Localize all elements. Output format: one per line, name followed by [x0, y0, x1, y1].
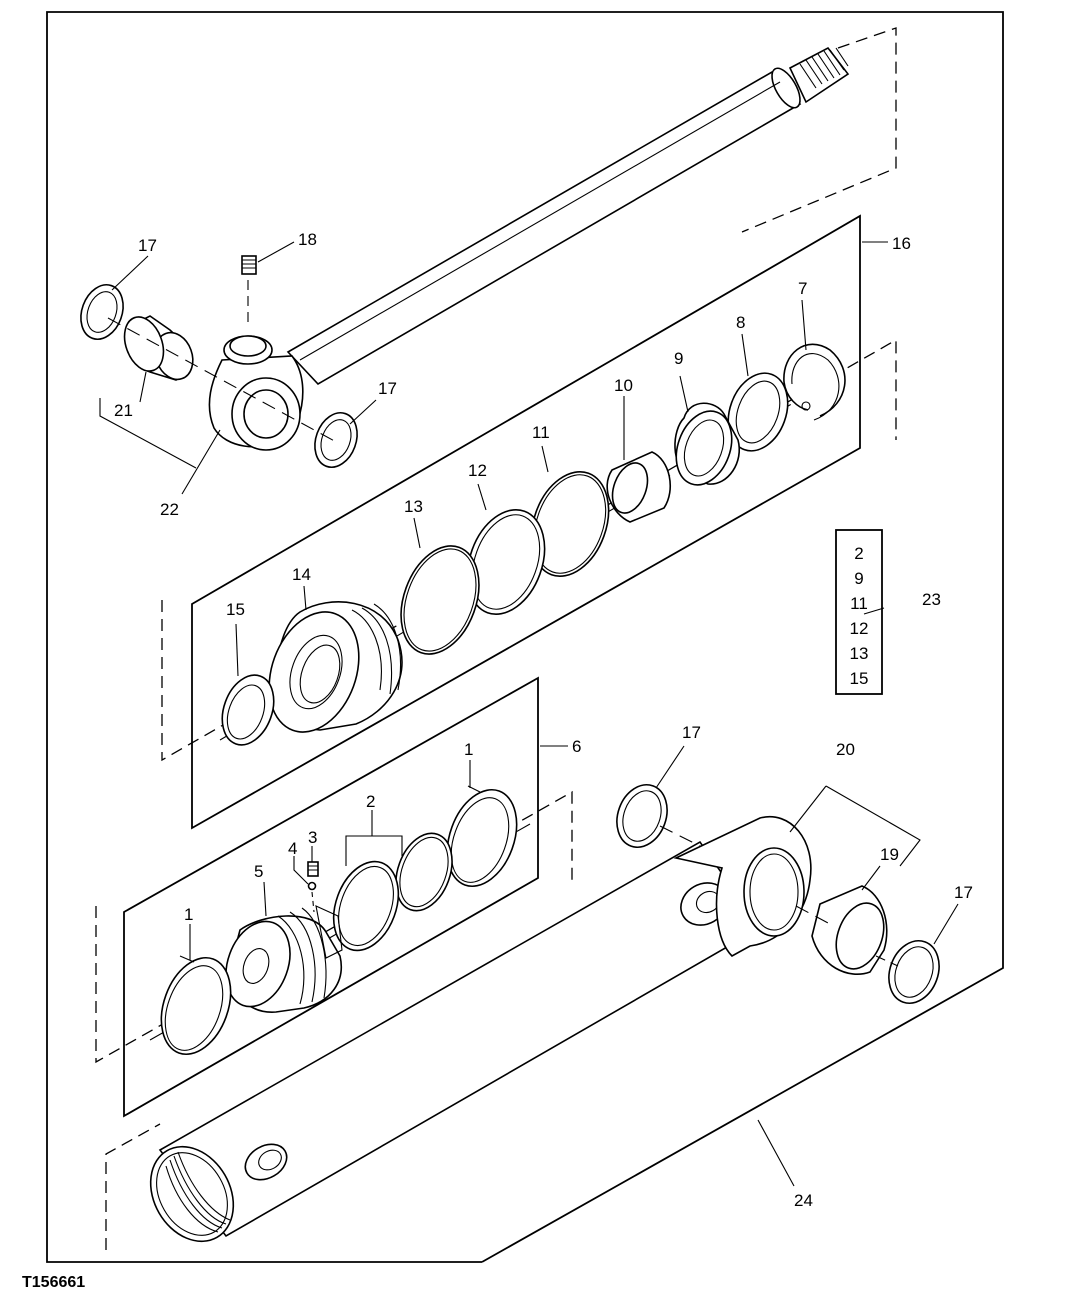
- callout-15: 15: [226, 600, 245, 619]
- callout-12: 12: [468, 461, 487, 480]
- leader-lines: [99, 241, 959, 1187]
- callout-9: 9: [674, 349, 683, 368]
- callout-13: 13: [404, 497, 423, 516]
- callout-8: 8: [736, 313, 745, 332]
- grease-fitting: [241, 255, 257, 275]
- callout-23: 23: [922, 590, 941, 609]
- callout-5: 5: [254, 862, 263, 881]
- rod-eye-assembly: [80, 255, 358, 468]
- callout-4: 4: [288, 839, 297, 858]
- gland-kit-frame: [161, 214, 897, 830]
- callout-19: 19: [880, 845, 899, 864]
- callout-labels: 17 18 16 7 8 9 17 10 21 11 12 22 13 14 2…: [114, 230, 973, 1210]
- kit-item-2: 11: [850, 594, 868, 613]
- callout-14: 14: [292, 565, 311, 584]
- callout-21: 21: [114, 401, 133, 420]
- piston-parts: [149, 785, 531, 1056]
- head-eye-parts: [616, 784, 940, 1004]
- callout-2: 2: [366, 792, 375, 811]
- callout-7: 7: [798, 279, 807, 298]
- kit-item-1: 9: [854, 569, 863, 588]
- callout-3: 3: [308, 828, 317, 847]
- callout-17-head: 17: [682, 723, 701, 742]
- callout-1-right: 1: [464, 740, 473, 759]
- kit-item-4: 13: [850, 644, 869, 663]
- callout-24: 24: [794, 1191, 813, 1210]
- callout-10: 10: [614, 376, 633, 395]
- barrel: [105, 815, 812, 1250]
- outer-frame: [46, 11, 1004, 1263]
- kit-item-3: 12: [850, 619, 869, 638]
- callout-11: 11: [532, 423, 550, 442]
- piston-rod: [286, 27, 897, 386]
- bushing: [123, 315, 194, 381]
- callout-17-bottom-right: 17: [954, 883, 973, 902]
- callout-17-rod-eye: 17: [378, 379, 397, 398]
- callout-18: 18: [298, 230, 317, 249]
- kit-item-0: 2: [854, 544, 863, 563]
- gland-parts: [219, 343, 847, 746]
- callout-16: 16: [892, 234, 911, 253]
- callout-6: 6: [572, 737, 581, 756]
- kit-item-5: 15: [850, 669, 869, 688]
- callout-20: 20: [836, 740, 855, 759]
- figure-id: T156661: [22, 1274, 85, 1291]
- kit-contents-box: 2 9 11 12 13 15: [835, 529, 883, 695]
- callout-17-top-left: 17: [138, 236, 157, 255]
- callout-22: 22: [160, 500, 179, 519]
- callout-1-left: 1: [184, 905, 193, 924]
